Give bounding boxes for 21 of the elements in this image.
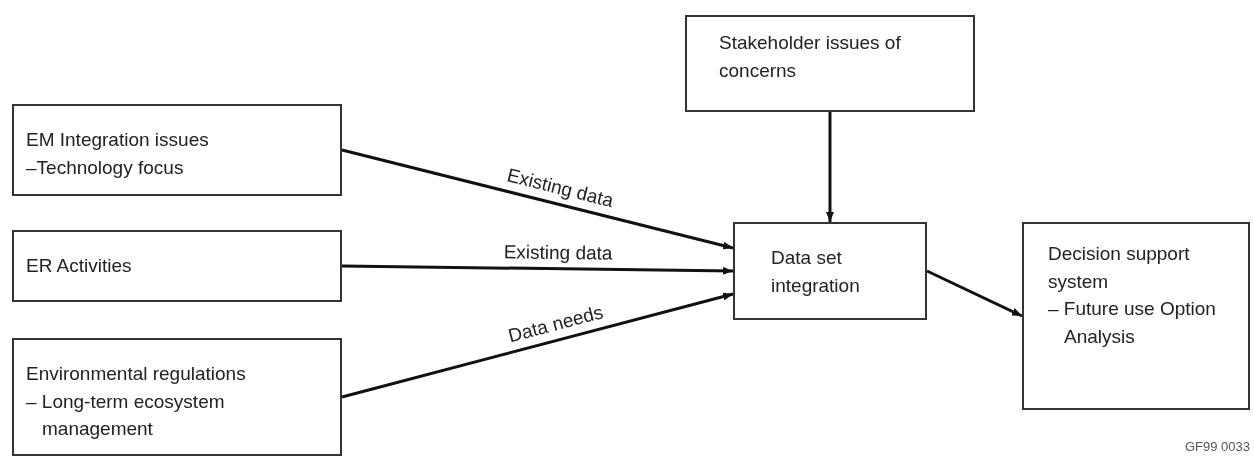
process-box xyxy=(12,230,342,302)
process-box xyxy=(1022,222,1250,410)
box-title: ER Activities xyxy=(26,254,133,278)
box-title: EM Integration issues xyxy=(26,128,210,152)
box-title: Environmental regulations xyxy=(26,362,247,386)
process-box xyxy=(12,104,342,196)
box-text: –Technology focus xyxy=(26,155,185,180)
process-box xyxy=(685,15,975,112)
process-box xyxy=(733,222,927,320)
box-text: – Long-term ecosystem management xyxy=(26,389,226,442)
arrow xyxy=(926,269,1023,318)
figure-id: GF99 0033 xyxy=(1184,437,1250,456)
arrow xyxy=(342,264,733,275)
box-title: Stakeholder issues of concerns xyxy=(719,31,902,83)
arrow xyxy=(341,292,734,399)
box-title: Data set integration xyxy=(771,246,861,298)
arrow xyxy=(341,148,734,250)
process-box xyxy=(12,338,342,456)
arrow xyxy=(826,112,834,222)
box-title: Decision support system xyxy=(1048,242,1191,294)
box-text: – Future use Option Analysis xyxy=(1048,297,1217,349)
